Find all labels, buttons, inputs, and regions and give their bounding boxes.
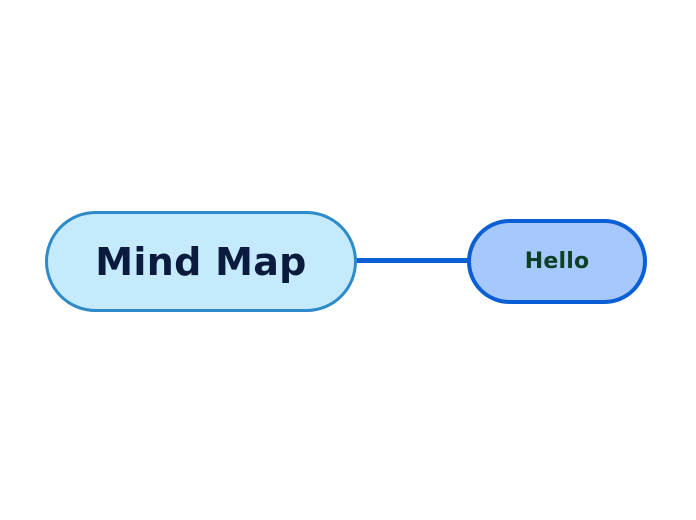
mindmap-node-root[interactable]: Mind Map [45, 211, 357, 312]
mindmap-node-hello-label: Hello [524, 248, 590, 274]
mindmap-node-root-label: Mind Map [95, 239, 307, 284]
mindmap-node-hello[interactable]: Hello [467, 219, 647, 304]
edge-root-to-hello [355, 258, 471, 263]
